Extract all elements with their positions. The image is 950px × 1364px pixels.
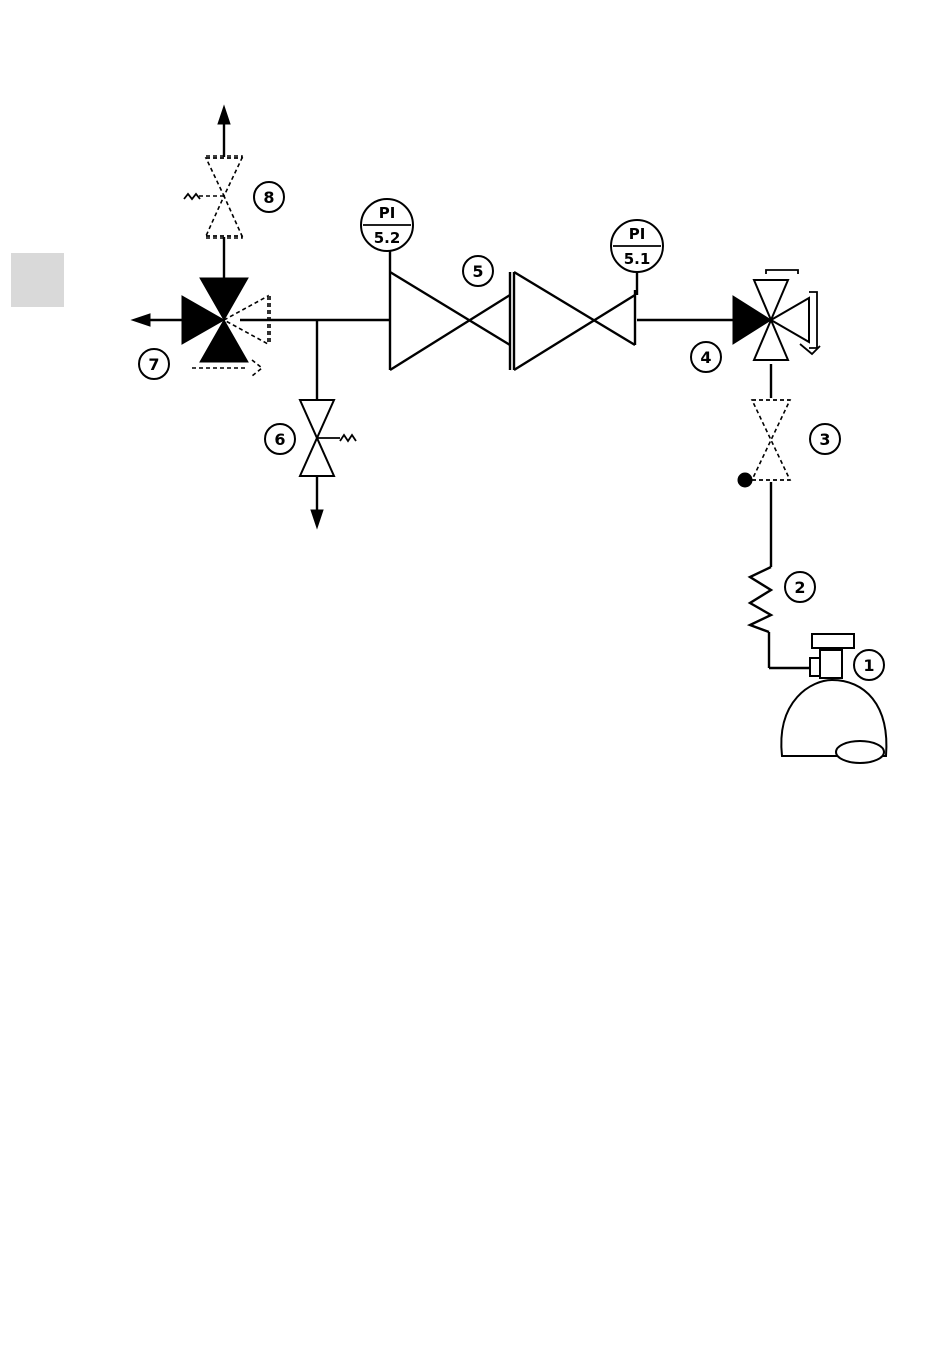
inlet-valve-icon <box>733 270 820 360</box>
gauge-number: 5.1 <box>624 250 651 268</box>
callout-4: 4 <box>691 342 721 372</box>
vent-arrow-icon <box>218 106 230 124</box>
svg-text:2: 2 <box>794 578 805 597</box>
svg-text:4: 4 <box>700 348 711 367</box>
flexible-hose-icon <box>750 567 771 632</box>
callout-5: 5 <box>463 256 493 286</box>
svg-text:6: 6 <box>274 430 285 449</box>
pressure-gauge-5-1: PI 5.1 <box>611 220 663 272</box>
process-lines <box>150 120 810 668</box>
gauge-tag: PI <box>379 204 396 222</box>
gauge-tag: PI <box>629 225 646 243</box>
relief-valve-icon <box>300 400 356 476</box>
svg-text:8: 8 <box>263 188 274 207</box>
callout-7: 7 <box>139 349 169 379</box>
drain-arrow-icon <box>311 510 323 528</box>
svg-text:1: 1 <box>863 656 874 675</box>
gauge-number: 5.2 <box>374 229 401 247</box>
callout-8: 8 <box>254 182 284 212</box>
pressure-gauge-5-2: PI 5.2 <box>361 199 413 251</box>
callout-3: 3 <box>810 424 840 454</box>
pressure-regulator-icon <box>390 250 637 370</box>
svg-text:3: 3 <box>819 430 830 449</box>
shutoff-valve-icon <box>738 400 790 487</box>
callout-6: 6 <box>265 424 295 454</box>
callout-2: 2 <box>785 572 815 602</box>
svg-text:5: 5 <box>472 262 483 281</box>
outlet-arrow-icon <box>132 314 150 326</box>
purge-valve-icon <box>184 156 242 238</box>
svg-text:7: 7 <box>148 355 159 374</box>
outlet-valve-icon <box>182 278 270 376</box>
callout-1: 1 <box>854 650 884 680</box>
